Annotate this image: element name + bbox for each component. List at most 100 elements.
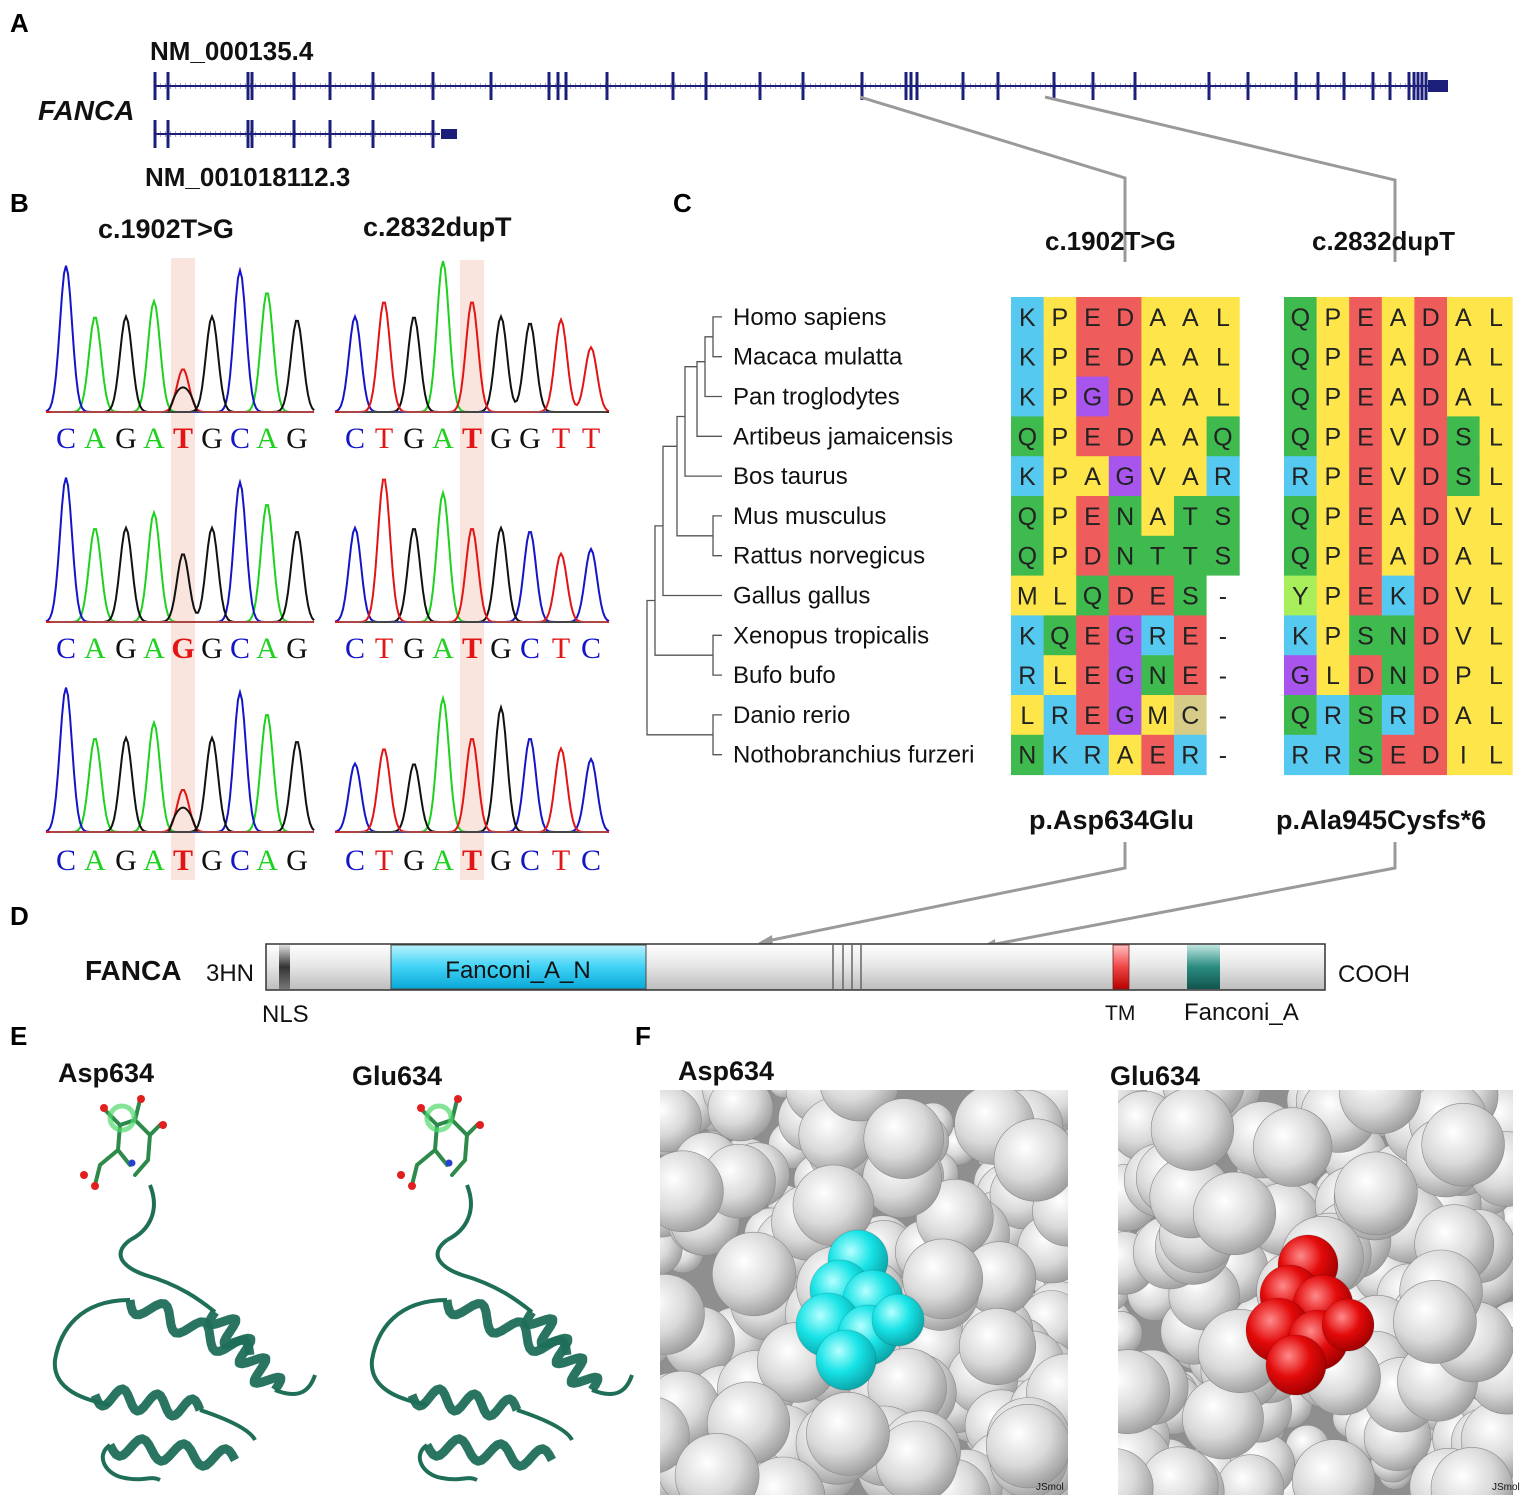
highlighted-residue: [424, 1103, 454, 1133]
residue-cell: [1381, 496, 1415, 537]
residue-cell: [1011, 695, 1045, 736]
residue-letter: P: [1052, 463, 1069, 491]
residue-cell: [1414, 655, 1448, 696]
base-call: G: [201, 844, 223, 877]
residue-letter: E: [1357, 543, 1374, 571]
residue-letter: S: [1357, 622, 1374, 650]
base-call: T: [375, 844, 393, 877]
residue-letter: E: [1149, 583, 1166, 611]
c-terminus-label: COOH: [1338, 961, 1410, 988]
coil: [274, 1374, 317, 1396]
residue-letter: Q: [1291, 702, 1310, 730]
exon: [1416, 72, 1420, 100]
exon: [1246, 72, 1250, 100]
residue-cell: [1381, 297, 1415, 338]
residue-cell: [1108, 655, 1142, 696]
residue-cell: [1141, 695, 1175, 736]
residue-letter: V: [1455, 503, 1472, 531]
residue-letter: A: [1182, 423, 1199, 451]
residue-cell: [1381, 336, 1415, 378]
residue-letter: A: [1390, 543, 1407, 571]
residue-letter: P: [1325, 423, 1342, 451]
species-label: Homo sapiens: [733, 304, 886, 331]
exon: [371, 120, 375, 148]
exon: [671, 72, 675, 100]
residue-cell: [1479, 655, 1513, 696]
residue-letter: R: [1018, 662, 1036, 690]
exon: [1412, 72, 1416, 100]
residue-letter: -: [1219, 742, 1227, 770]
residue-cell: [1076, 655, 1110, 696]
atom-sphere: [806, 1392, 890, 1476]
exon: [1052, 72, 1056, 100]
residue-letter: A: [1455, 304, 1472, 332]
residue-cell: [1043, 456, 1077, 497]
residue-cell: [1316, 376, 1350, 417]
residue-letter: D: [1116, 344, 1134, 372]
exon: [758, 72, 762, 100]
residue-letter: Q: [1018, 543, 1037, 571]
residue-cell: [1284, 615, 1318, 656]
residue-cell: [1011, 297, 1045, 338]
residue-letter: Q: [1050, 622, 1069, 650]
residue-letter: D: [1422, 662, 1440, 690]
ribbon-title-asp634: Asp634: [58, 1058, 154, 1088]
exon: [489, 72, 493, 100]
alignment-title-right: c.2832dupT: [1312, 226, 1455, 256]
tree-branch: [704, 336, 722, 398]
protein-domain-panel: FANCA 3HN Fanconi_A_N COOH NLS TM Fancon…: [85, 943, 1410, 1028]
residue-letter: D: [1116, 384, 1134, 412]
exon: [704, 72, 708, 100]
residue-letter: K: [1052, 742, 1069, 770]
exon: [564, 72, 568, 100]
residue-letter: D: [1422, 423, 1440, 451]
residue-letter: E: [1182, 662, 1199, 690]
residue-letter: R: [1291, 742, 1309, 770]
coil: [417, 1443, 478, 1482]
residue-letter: L: [1489, 304, 1503, 332]
secondary-peak: [168, 806, 198, 833]
residue-cell: [1011, 336, 1045, 378]
residue-cell: [1174, 615, 1208, 656]
residue-cell: [1043, 297, 1077, 338]
coil: [369, 1298, 448, 1407]
residue-letter: E: [1084, 702, 1101, 730]
base-call: C: [581, 844, 601, 877]
alpha-helix: [125, 1299, 255, 1356]
residue-cell: [1414, 416, 1448, 457]
coil: [52, 1298, 131, 1407]
residue-cell: [1043, 695, 1077, 736]
residue-cell: [1349, 575, 1383, 616]
residue-cell: [1206, 456, 1240, 497]
residue-cell: [1479, 695, 1513, 736]
residue-cell: [1381, 456, 1415, 497]
oxygen-atom: [80, 1171, 88, 1179]
residue-letter: P: [1052, 543, 1069, 571]
base-call: A: [143, 844, 165, 877]
coil: [129, 1184, 156, 1242]
residue-cell: [1284, 575, 1318, 616]
residue-cell: [1479, 336, 1513, 378]
residue-cell: [1349, 376, 1383, 417]
transcript-label-short: NM_001018112.3: [145, 162, 350, 192]
atom-sphere: [1339, 1090, 1421, 1135]
residue-letter: K: [1019, 622, 1036, 650]
tree-branch: [654, 525, 713, 656]
tree-branch: [712, 634, 722, 676]
residue-letter: A: [1182, 463, 1199, 491]
residue-cell: [1043, 336, 1077, 378]
residue-letter: L: [1489, 583, 1503, 611]
residue-cell: [1414, 297, 1448, 338]
residue-letter: G: [1115, 622, 1134, 650]
atom-sphere: [1118, 1311, 1143, 1356]
phylogenetic-tree: [646, 316, 722, 756]
residue-cell: [1076, 695, 1110, 736]
residue-letter: D: [1116, 423, 1134, 451]
residue-cell: [1141, 336, 1175, 378]
base-call: T: [552, 422, 570, 455]
residue-letter: Q: [1291, 503, 1310, 531]
exon: [153, 72, 157, 100]
base-call: T: [552, 844, 570, 877]
residue-letter: L: [1489, 344, 1503, 372]
gene-name-label: FANCA: [38, 95, 134, 126]
